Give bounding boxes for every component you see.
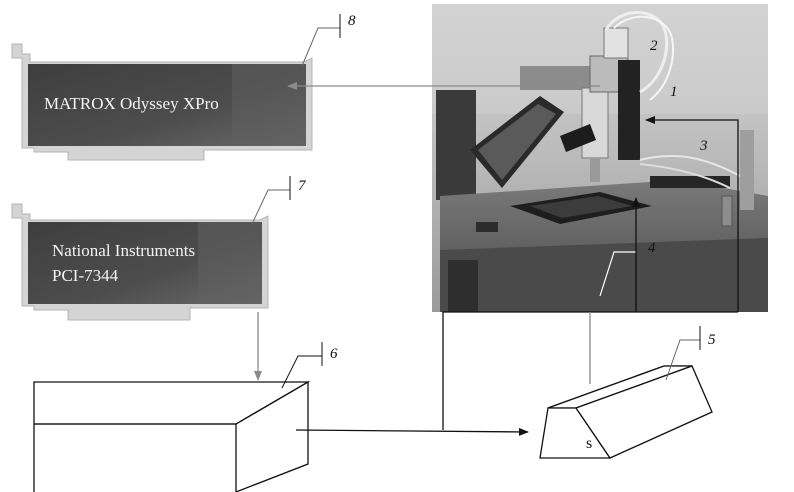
photo-equipment-left xyxy=(436,90,476,200)
callout-number-8: 8 xyxy=(348,13,356,29)
photo-objective xyxy=(590,158,600,182)
photo-table-front xyxy=(440,238,768,312)
matrox-card-highlight xyxy=(232,64,306,146)
arrow-box6-to-box5 xyxy=(295,427,529,436)
callout-7: 7 xyxy=(251,176,307,225)
box5-side xyxy=(574,365,713,459)
photo-xy-stage-plate xyxy=(530,196,632,218)
box6-top xyxy=(33,381,311,425)
line-box6-to-stage xyxy=(442,311,738,430)
photo-cable-2 xyxy=(613,15,674,101)
callout-number-1: 1 xyxy=(670,84,678,100)
photo-z-drive xyxy=(618,60,640,160)
callout-number-6: 6 xyxy=(330,346,338,362)
leader-4 xyxy=(599,251,636,297)
ni-card-label-line2: PCI-7344 xyxy=(52,266,119,285)
leader-5 xyxy=(665,339,700,381)
callout-8: 8 xyxy=(301,13,356,67)
callout-6: 6 xyxy=(281,342,338,389)
photo-bottle xyxy=(721,195,733,227)
callout-number-5: 5 xyxy=(708,332,716,348)
controller-box-6 xyxy=(33,380,311,492)
matrox-card: MATROX Odyssey XPro xyxy=(11,43,313,161)
leader-8 xyxy=(301,27,340,67)
callout-4: 4 xyxy=(599,238,656,297)
matrox-card-label: MATROX Odyssey XPro xyxy=(44,94,219,113)
controller-box-5: s xyxy=(539,365,713,459)
arrow-to-z-drive xyxy=(645,116,739,312)
photo-microscope-column xyxy=(581,87,609,159)
photo-right-stand xyxy=(740,130,754,210)
photo-table-leg-left xyxy=(448,260,478,312)
callout-number-3: 3 xyxy=(699,138,708,154)
photo-cable-4 xyxy=(639,163,731,189)
photo-cable-3 xyxy=(639,154,741,177)
callout-number-2: 2 xyxy=(650,38,658,54)
box6-front xyxy=(34,423,237,492)
box5-label: s xyxy=(586,435,592,452)
callout-number-4: 4 xyxy=(648,240,656,256)
ni-card: National Instruments PCI-7344 xyxy=(11,203,269,321)
microscope-photo xyxy=(432,4,768,312)
photo-camera-body xyxy=(603,27,629,59)
photo-monitor-screen xyxy=(478,104,556,180)
leader-6 xyxy=(281,355,322,389)
ni-card-label-line1: National Instruments xyxy=(52,241,195,260)
callout-5: 5 xyxy=(665,326,716,381)
photo-eyepiece xyxy=(560,124,596,152)
photo-label-plate xyxy=(476,222,498,232)
photo-cable-1 xyxy=(604,11,669,94)
box6-side xyxy=(235,380,309,492)
leader-7 xyxy=(251,189,290,225)
ni-card-highlight xyxy=(198,222,262,304)
callout-number-7: 7 xyxy=(298,178,307,194)
